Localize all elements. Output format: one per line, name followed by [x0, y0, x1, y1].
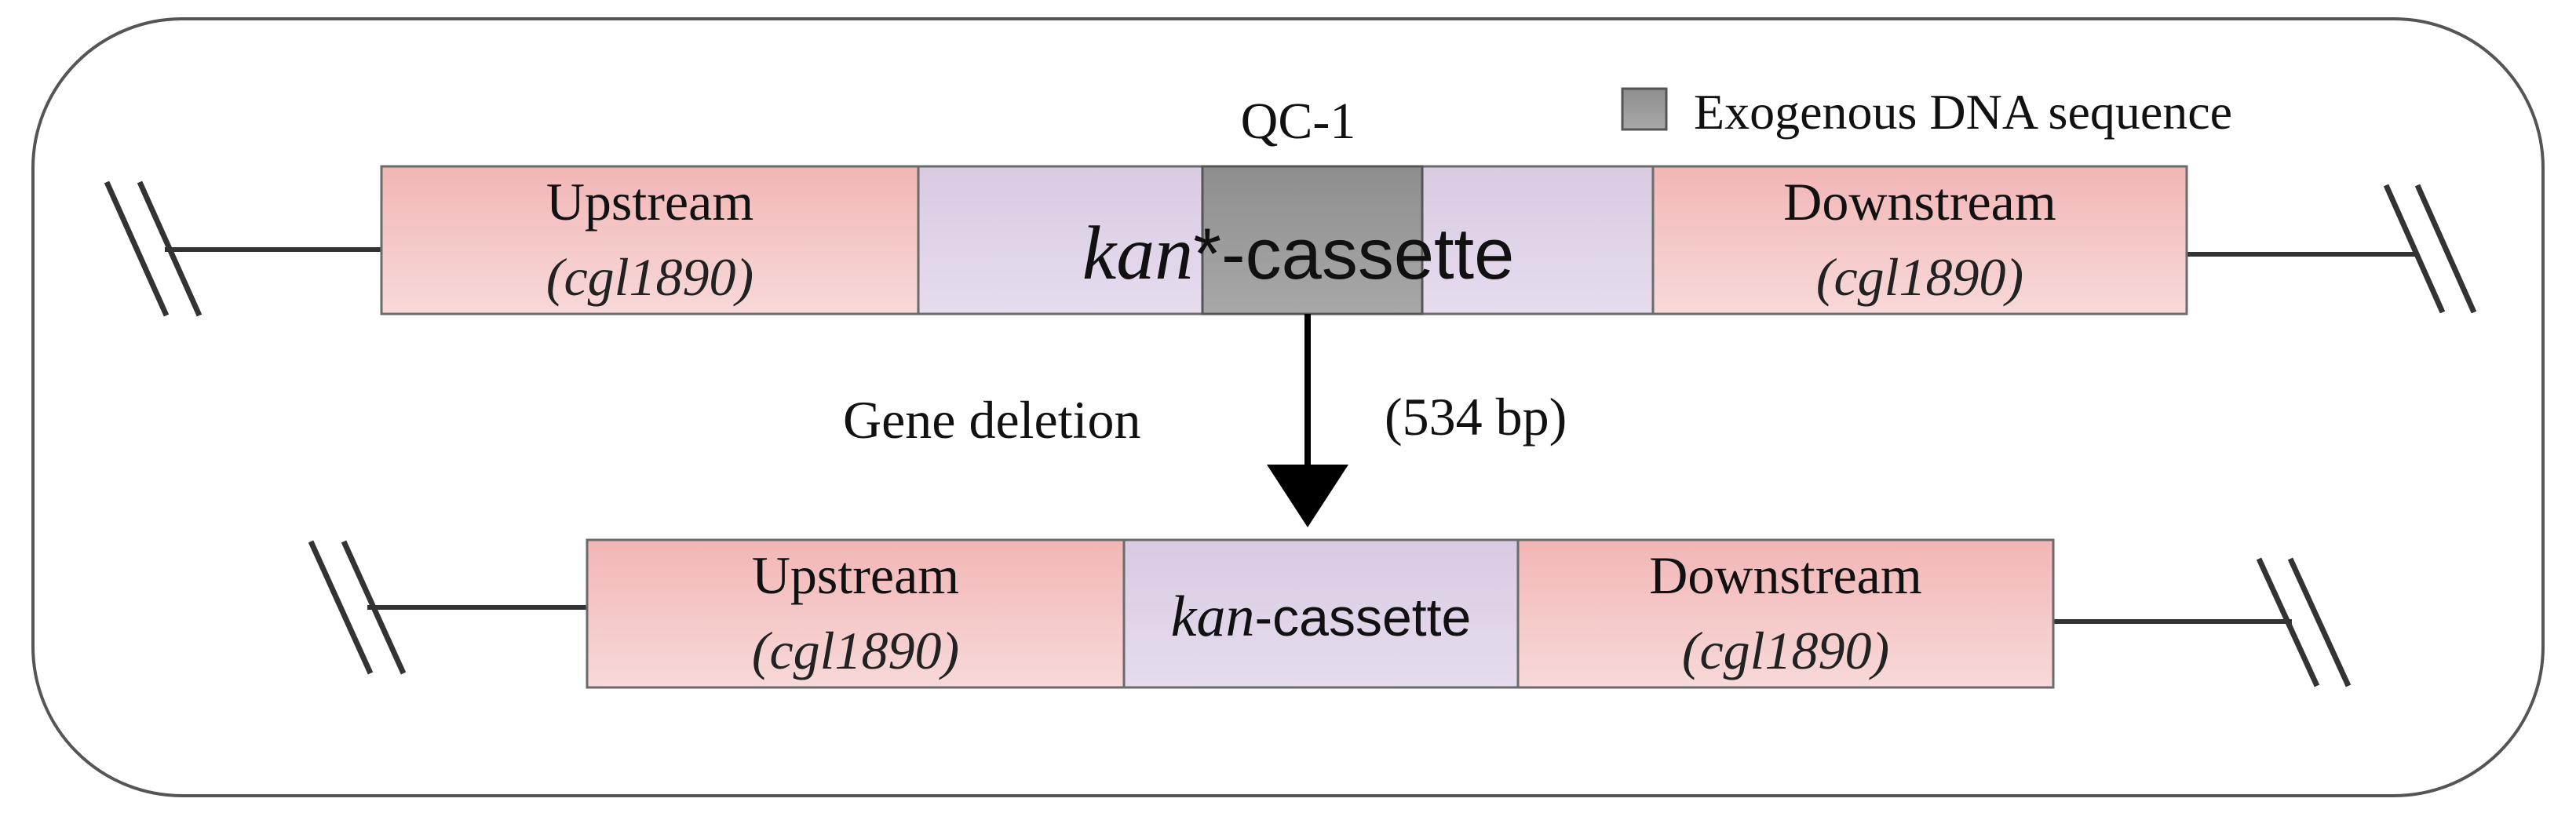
legend-label: Exogenous DNA sequence [1694, 84, 2232, 140]
top-left-break-icon [104, 180, 203, 317]
top-downstream-name: Downstream [1783, 172, 2056, 232]
bottom-downstream-name: Downstream [1649, 545, 1921, 605]
bottom-left-break-icon [308, 540, 407, 675]
legend: Exogenous DNA sequence [1621, 84, 2232, 140]
bottom-downstream-gene: (cgl1890) [1682, 621, 1889, 680]
top-upstream-gene: (cgl1890) [546, 247, 753, 307]
gene-deletion-label: Gene deletion [843, 390, 1141, 450]
deletion-arrow-icon [1267, 314, 1348, 527]
top-downstream-gene: (cgl1890) [1816, 247, 2023, 307]
bottom-cassette-label: kan-cassette [1171, 585, 1472, 649]
top-cassette-label: kan*-cassette [1082, 211, 1515, 296]
bottom-construct: Upstream (cgl1890) kan-cassette Downstre… [308, 538, 2352, 689]
bottom-upstream-name: Upstream [752, 545, 959, 605]
bottom-right-break-icon [2256, 557, 2352, 687]
bottom-upstream-block [586, 538, 1126, 689]
qc1-label: QC-1 [1241, 93, 1356, 150]
bottom-cassette-block [1122, 538, 1520, 689]
top-cassette-suffix: *-cassette [1193, 214, 1514, 294]
legend-swatch [1621, 87, 1668, 131]
qc1-exogenous-block [1201, 165, 1424, 315]
bottom-downstream-block [1516, 538, 2055, 689]
deletion-size-label: (534 bp) [1385, 387, 1567, 447]
top-upstream-name: Upstream [546, 172, 753, 232]
top-downstream-block [1651, 165, 2188, 315]
bottom-cassette-suffix: -cassette [1254, 588, 1471, 647]
top-right-break-icon [2383, 184, 2477, 314]
top-construct: Upstream (cgl1890) QC-1 kan*-cassette Do… [104, 93, 2477, 317]
bottom-cassette-gene: kan [1171, 585, 1255, 649]
top-cassette-gene: kan [1082, 211, 1194, 296]
bottom-upstream-gene: (cgl1890) [752, 621, 959, 680]
